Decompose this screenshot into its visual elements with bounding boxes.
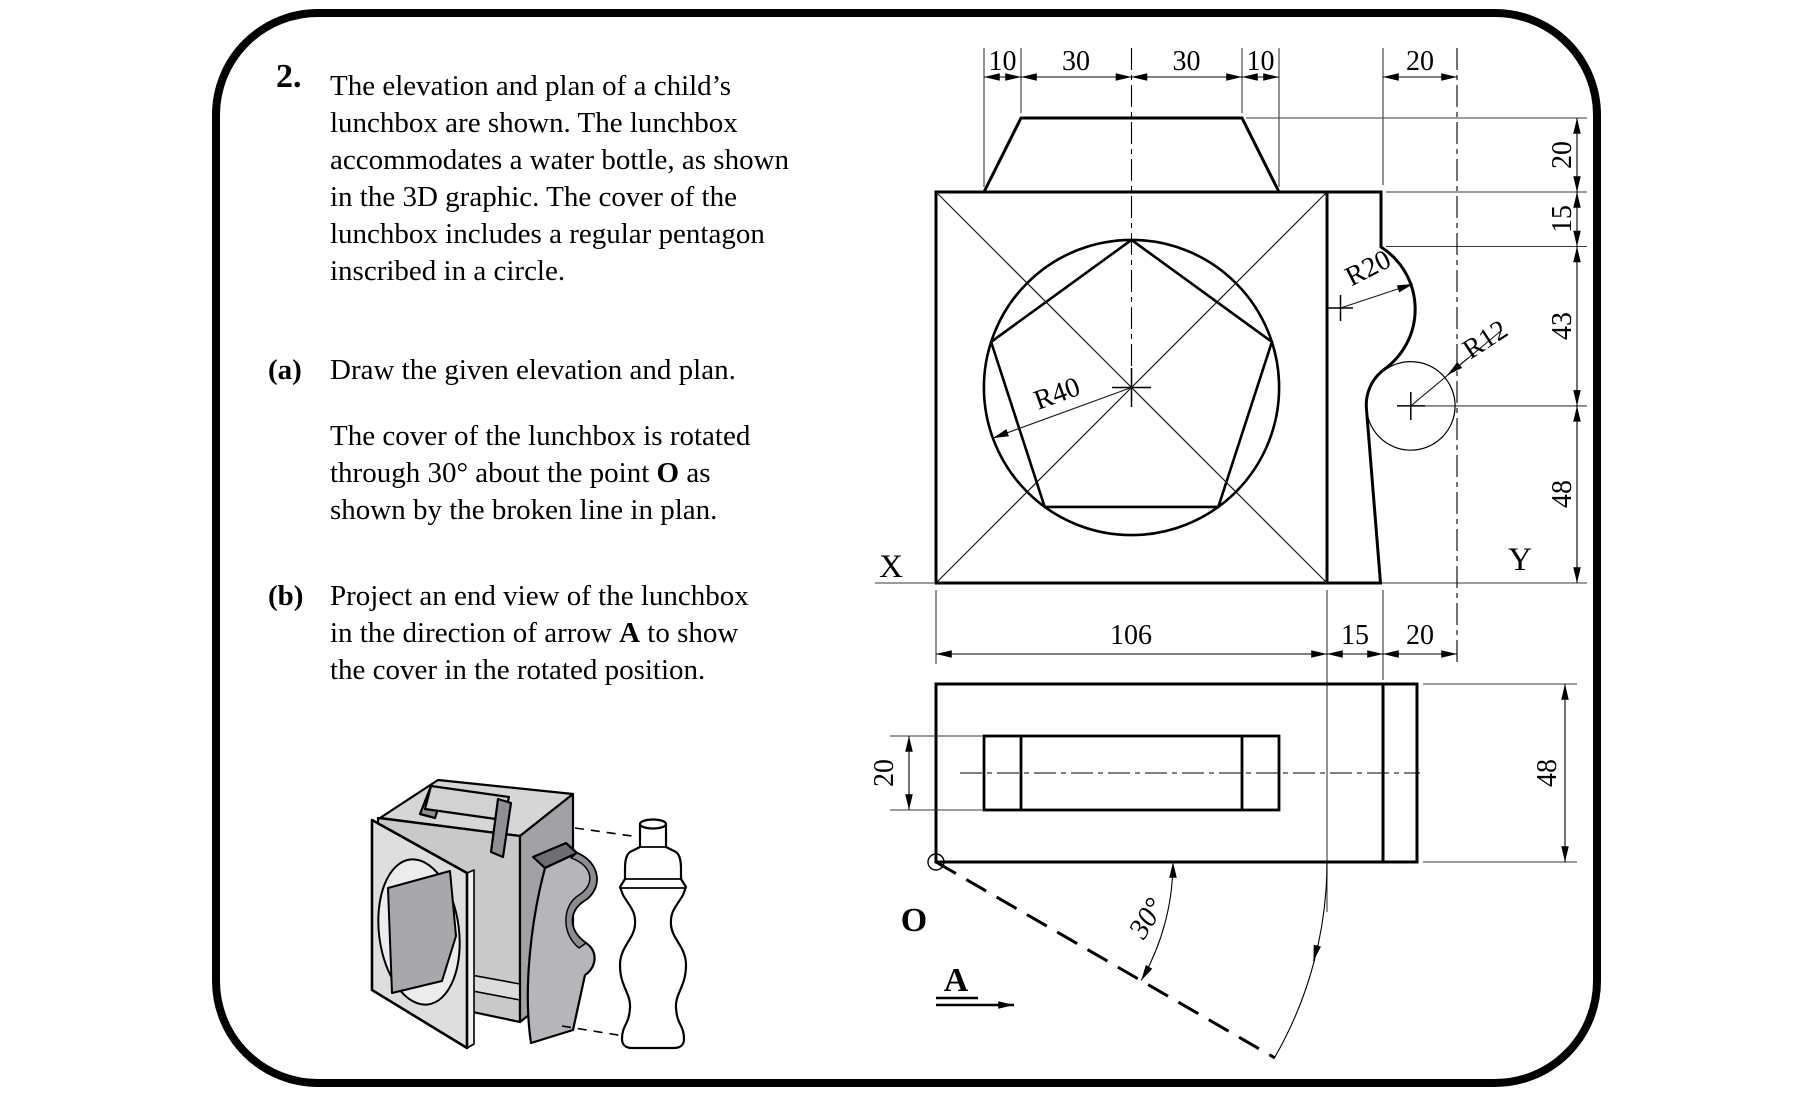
dim-text-20plan: 20	[869, 759, 900, 787]
question-intro-line: lunchbox are shown. The lunchbox	[330, 107, 738, 139]
note-line: The cover of the lunchbox is rotated	[330, 420, 751, 452]
radius-text-r12: R12	[1457, 314, 1513, 365]
part-b-line: Project an end view of the lunchbox	[330, 580, 749, 612]
dim-text-30: 30	[1062, 46, 1090, 77]
dim-text-20b: 20	[1406, 620, 1434, 651]
projection-dash-bottom	[561, 1025, 625, 1037]
note-line: shown by the broken line in plan.	[330, 494, 718, 526]
bottle-cap-top	[638, 818, 668, 830]
question-intro-line: inscribed in a circle.	[330, 255, 566, 287]
r12-leader-arrow	[1447, 357, 1469, 376]
dim-text-10: 10	[989, 46, 1017, 77]
rotation-sweep-arrow	[1312, 944, 1321, 962]
dim-text-48r: 48	[1547, 480, 1578, 508]
r40-leader	[992, 386, 1132, 439]
point-o-reference: O	[656, 457, 680, 489]
question-number: 2.	[276, 58, 302, 95]
arrow-a-label: A	[944, 962, 969, 999]
part-b-line: the cover in the rotated position.	[330, 654, 706, 686]
point-o-label: O	[901, 902, 927, 939]
dim-text-43r: 43	[1547, 312, 1578, 340]
water-bottle	[618, 822, 688, 1050]
question-intro-line: in the 3D graphic. The cover of the	[330, 181, 737, 213]
rotation-point-o	[927, 853, 945, 871]
dim-text-20r: 20	[1547, 141, 1578, 169]
note-line: through 30° about the point O as	[330, 457, 711, 489]
dim-text-48plan: 48	[1532, 759, 1563, 787]
plan-view: 20 48 O 30° A	[869, 682, 1577, 1060]
angle-arc-30	[1140, 861, 1177, 981]
question-intro-line: accommodates a water bottle, as shown	[330, 144, 790, 176]
dim-text-106: 106	[1110, 620, 1152, 651]
radius-text-r40: R40	[1030, 371, 1084, 416]
handle-elevation	[982, 116, 1281, 193]
dim-text-20top: 20	[1406, 46, 1434, 77]
part-a-text: Draw the given elevation and plan.	[330, 354, 736, 386]
lunchbox-front-outline	[934, 190, 1329, 585]
rotated-cover-broken-line	[935, 860, 1276, 1060]
recess-tab-shading	[565, 852, 598, 949]
page-frame-border	[212, 9, 1601, 1087]
cover-pentagon	[989, 238, 1274, 509]
rotation-sweep-arc	[1274, 861, 1328, 1058]
dim-text-30b: 30	[1173, 46, 1201, 77]
dim-text-15r: 15	[1547, 205, 1578, 233]
dim-text-15b: 15	[1341, 620, 1369, 651]
arrow-a-reference: A	[619, 617, 641, 649]
projection-dash-top	[574, 827, 633, 837]
pictorial-3d-graphic	[370, 778, 688, 1050]
plan-handle-outline	[982, 734, 1281, 812]
axis-label-y: Y	[1508, 542, 1532, 578]
cover-pentagon-3d	[387, 870, 457, 994]
axis-label-x: X	[879, 549, 903, 585]
question-intro-line: The elevation and plan of a child’s	[330, 70, 732, 102]
r20-leader	[1340, 283, 1414, 309]
handle-right-leg	[489, 797, 513, 859]
dim-text-10b: 10	[1247, 46, 1275, 77]
part-b-line: in the direction of arrow A to show	[330, 617, 739, 649]
elevation-view: 10 30 30 10 20 20 15 43 48 106 15 20 R40…	[875, 46, 1587, 912]
question-intro-line: lunchbox includes a regular pentagon	[330, 218, 765, 250]
part-a-label: (a)	[268, 354, 302, 386]
angle-label-30: 30°	[1122, 893, 1171, 946]
r12-circle	[1365, 361, 1456, 451]
part-b-label: (b)	[268, 580, 304, 612]
